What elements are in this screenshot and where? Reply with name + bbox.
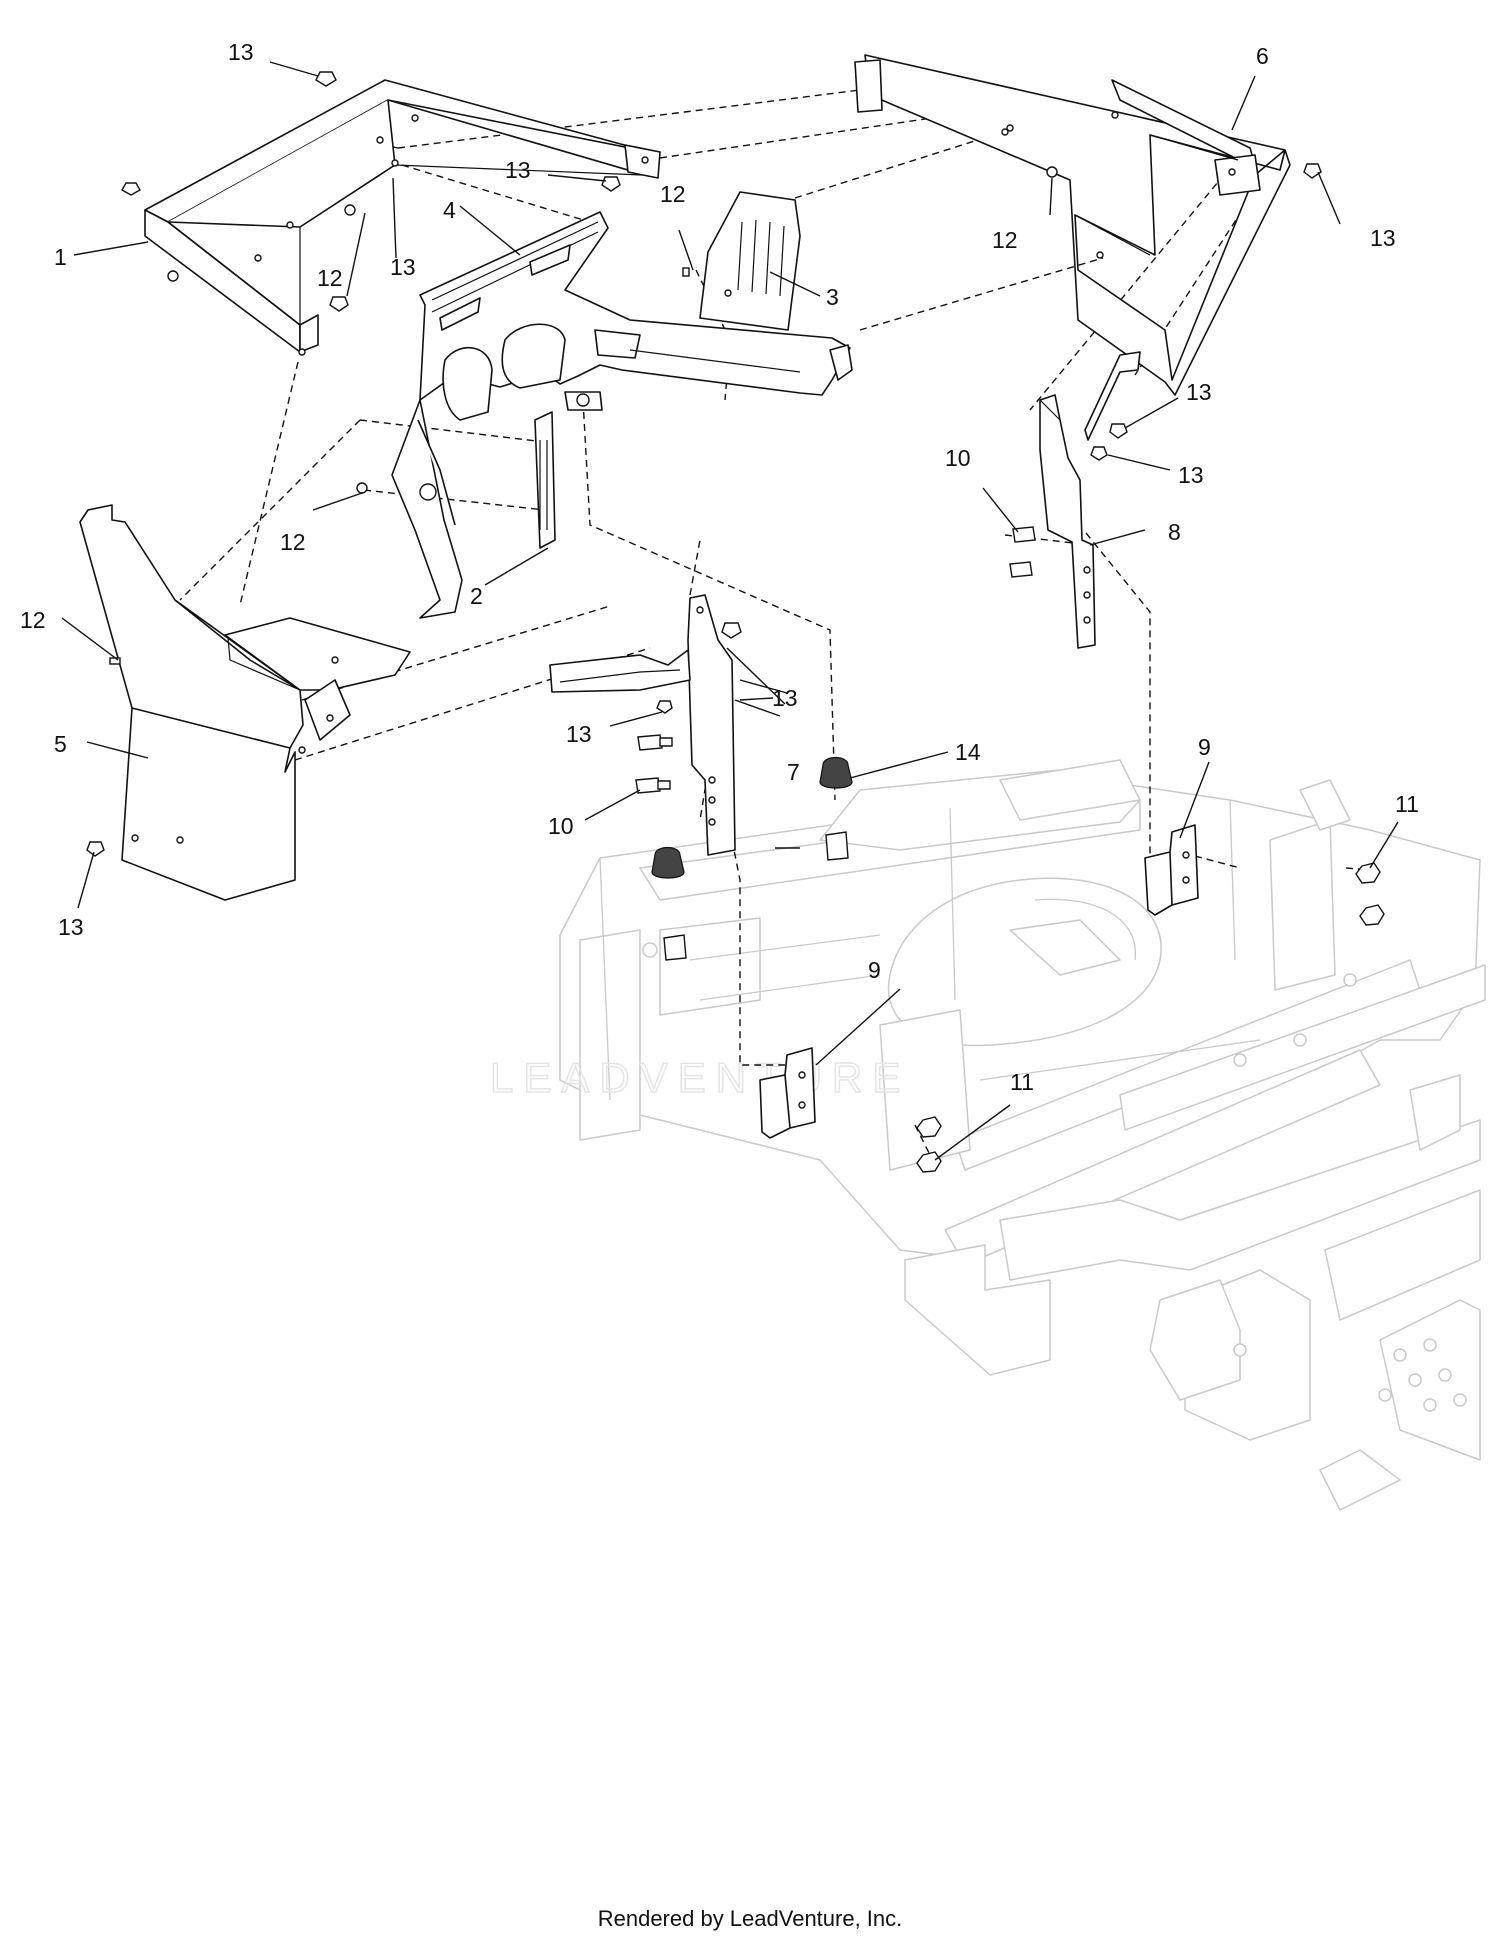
footer-credit: Rendered by LeadVenture, Inc. bbox=[597, 1906, 903, 1931]
watermark-text: LEADVENTURE bbox=[490, 1054, 910, 1101]
callout-labels: 13 1 13 4 12 13 12 3 6 12 13 13 13 10 8 … bbox=[20, 39, 1419, 1095]
callout-11: 11 bbox=[1395, 791, 1419, 817]
callout-13: 13 bbox=[505, 157, 531, 183]
callout-8: 8 bbox=[1168, 519, 1181, 545]
callout-12: 12 bbox=[280, 529, 306, 555]
part-9-mount-bracket-lower bbox=[759, 1047, 816, 1139]
callout-10: 10 bbox=[548, 813, 574, 839]
callout-9: 9 bbox=[1198, 734, 1211, 760]
chassis-frame bbox=[559, 759, 1486, 1511]
callout-13: 13 bbox=[228, 39, 254, 65]
callout-7: 7 bbox=[787, 759, 800, 785]
callout-9: 9 bbox=[868, 957, 881, 983]
callout-6: 6 bbox=[1256, 43, 1269, 69]
callout-13: 13 bbox=[390, 254, 416, 280]
callout-5: 5 bbox=[54, 731, 67, 757]
callout-leaders bbox=[61, 61, 1399, 1161]
callout-12: 12 bbox=[660, 181, 686, 207]
callout-12: 12 bbox=[317, 265, 343, 291]
callout-12: 12 bbox=[992, 227, 1018, 253]
part-8-right-upright bbox=[1039, 351, 1141, 649]
callout-14: 14 bbox=[955, 739, 981, 765]
callout-12: 12 bbox=[20, 607, 46, 633]
part-4-center-panel bbox=[419, 211, 853, 421]
callout-11: 11 bbox=[1010, 1069, 1034, 1095]
part-2-left-upright bbox=[391, 399, 556, 619]
callout-3: 3 bbox=[826, 284, 839, 310]
callout-13: 13 bbox=[1370, 225, 1396, 251]
callout-1: 1 bbox=[54, 244, 67, 270]
part-3-vent-plate bbox=[699, 191, 801, 331]
part-6-upper-panel bbox=[854, 54, 1291, 396]
part-7-center-upright bbox=[549, 594, 736, 856]
callout-13: 13 bbox=[772, 685, 798, 711]
callout-2: 2 bbox=[470, 583, 483, 609]
part-5-side-panel bbox=[79, 504, 411, 901]
callout-13: 13 bbox=[58, 914, 84, 940]
hardware bbox=[86, 71, 1385, 1173]
callout-13: 13 bbox=[1178, 462, 1204, 488]
part-1-rear-cover bbox=[144, 79, 661, 356]
callout-13: 13 bbox=[566, 721, 592, 747]
part-9-mount-bracket bbox=[1144, 824, 1199, 916]
callout-10: 10 bbox=[945, 445, 971, 471]
callout-4: 4 bbox=[443, 197, 456, 223]
callout-13: 13 bbox=[1186, 379, 1212, 405]
